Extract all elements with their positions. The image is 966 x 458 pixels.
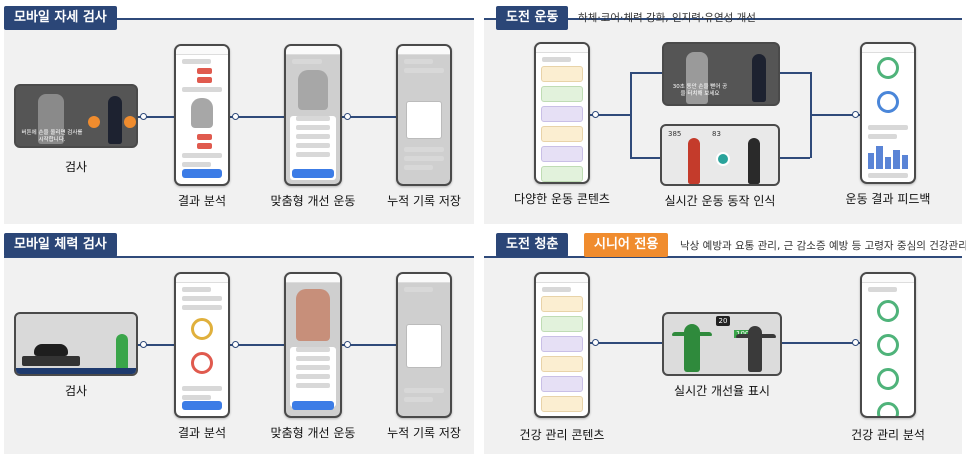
person-figure: [108, 96, 122, 144]
caption-motion-recognition: 실시간 운동 동작 인식: [664, 194, 776, 208]
counter-left: 385: [668, 130, 682, 138]
caption-exam: 검사: [64, 160, 88, 174]
connector-dot: [852, 339, 859, 346]
caption-record-save: 누적 기록 저장: [387, 194, 461, 208]
connector: [138, 116, 174, 118]
connector: [590, 342, 662, 344]
connector: [630, 72, 662, 74]
connector: [230, 344, 284, 346]
connector: [138, 344, 174, 346]
counter-right: 83: [712, 130, 721, 138]
avatar-figure: [686, 52, 708, 104]
target-ball-icon: [716, 152, 730, 166]
avatar-figure: [688, 138, 700, 184]
hand-button-right-icon: [124, 116, 136, 128]
fitness-result-phone: [174, 272, 230, 418]
connector: [782, 342, 860, 344]
content-phone: [534, 42, 590, 184]
posture-photo: 버튼에 손을 올리면 검사를 시작합니다.: [14, 84, 138, 148]
caption-health-content: 건강 관리 콘텐츠: [519, 428, 605, 442]
senior-only-tag: 시니어 전용: [584, 233, 669, 257]
result-phone: [174, 44, 230, 186]
caption-custom-exercise: 맞춤형 개선 운동: [270, 194, 356, 208]
exercise-phone: [284, 44, 342, 186]
challenge-tag: 도전 운동: [496, 6, 569, 30]
connector: [590, 114, 630, 116]
connector-dot: [140, 113, 147, 120]
fitness-exercise-phone: [284, 272, 342, 418]
fitness-photo: [14, 312, 138, 376]
caption-result-analysis: 결과 분석: [178, 194, 226, 208]
connector: [342, 344, 396, 346]
challenge-subtitle: 하체·코어·체력 강화, 인지력·유연성 개선: [578, 12, 756, 24]
caption-result-analysis: 결과 분석: [178, 426, 226, 440]
photo-instruction: 버튼에 손을 올리면 검사를 시작합니다.: [21, 130, 83, 143]
feedback-phone: [860, 42, 916, 184]
connector: [230, 116, 284, 118]
person-figure: [752, 54, 766, 102]
connector-dot: [344, 341, 351, 348]
avatar-figure: [684, 324, 700, 372]
exercise-mat: [22, 356, 80, 366]
connector-dot: [852, 111, 859, 118]
health-analysis-phone: [860, 272, 916, 418]
person-situp-figure: [34, 344, 68, 356]
skeleton-figure: [38, 94, 64, 144]
caption-custom-exercise: 맞춤형 개선 운동: [270, 426, 356, 440]
arms-spread-figure: [736, 334, 776, 338]
connector-dot: [592, 111, 599, 118]
hand-button-left-icon: [88, 116, 100, 128]
person-figure: [748, 138, 760, 184]
connector-dot: [232, 341, 239, 348]
count-badge: 20: [716, 316, 730, 326]
connector: [780, 157, 810, 159]
connector: [630, 72, 632, 158]
ball-touch-instruction: 30초 동안 손을 뻗어 공을 터치해 보세요: [672, 84, 728, 97]
fitness-record-phone: [396, 272, 452, 418]
person-standing-figure: [116, 334, 128, 374]
ball-touch-photo: 30초 동안 손을 뻗어 공을 터치해 보세요: [662, 42, 780, 106]
posture-tag: 모바일 자세 검사: [4, 6, 117, 30]
connector-dot: [140, 341, 147, 348]
connector-dot: [344, 113, 351, 120]
arms-spread-figure: [672, 332, 712, 336]
youth-tag: 도전 청춘: [496, 233, 569, 257]
connector-dot: [232, 113, 239, 120]
improvement-photo: 20 100%: [662, 312, 782, 376]
caption-record-save: 누적 기록 저장: [387, 426, 461, 440]
youth-subtitle: 낙상 예방과 요통 관리, 근 감소증 예방 등 고령자 중심의 건강관리: [680, 240, 966, 252]
record-phone: [396, 44, 452, 186]
connector: [810, 114, 860, 116]
connector: [342, 116, 396, 118]
motion-recognition-photo: 385 83: [660, 124, 780, 186]
caption-health-analysis: 건강 관리 분석: [851, 428, 925, 442]
caption-result-feedback: 운동 결과 피드백: [845, 192, 931, 206]
caption-exam: 검사: [64, 384, 88, 398]
caption-realtime-improvement: 실시간 개선율 표시: [674, 384, 770, 398]
health-content-phone: [534, 272, 590, 418]
fitness-tag: 모바일 체력 검사: [4, 233, 117, 257]
person-figure: [748, 326, 762, 372]
caption-various-content: 다양한 운동 콘텐츠: [514, 192, 610, 206]
connector: [780, 72, 810, 74]
connector-dot: [592, 339, 599, 346]
connector: [630, 157, 660, 159]
